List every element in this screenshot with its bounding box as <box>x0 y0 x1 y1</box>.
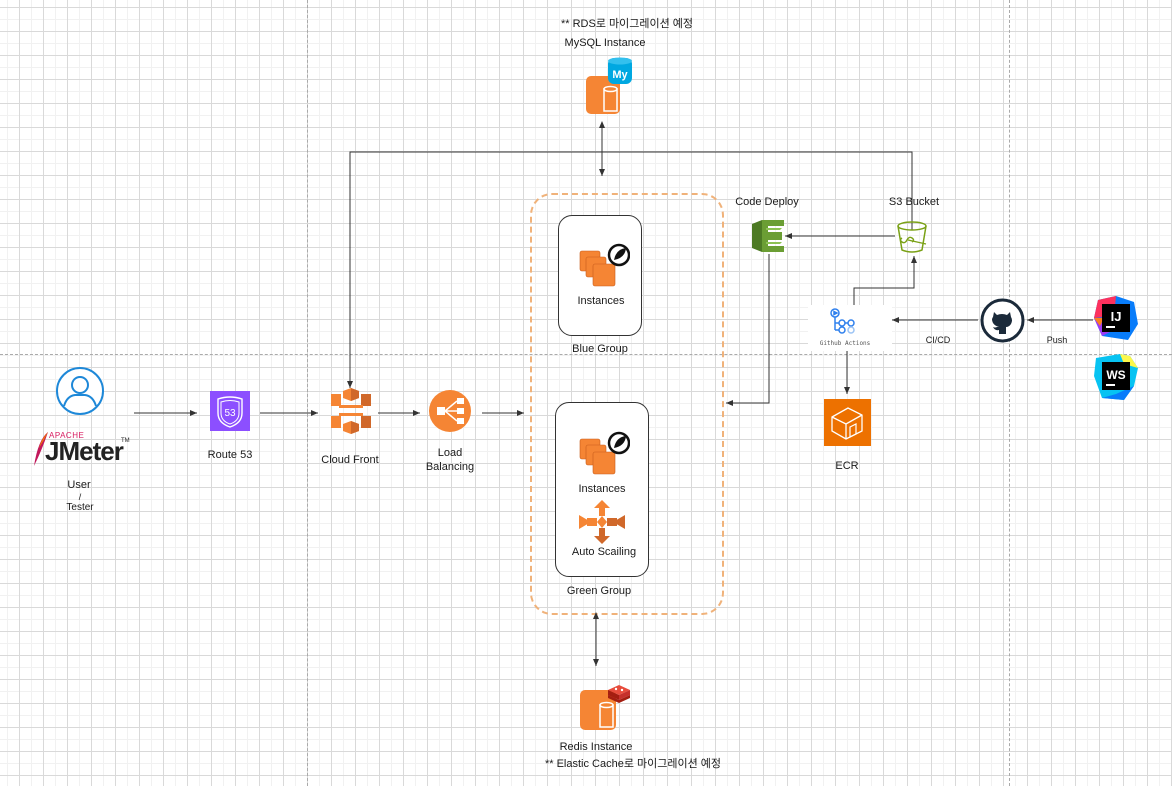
user-icon <box>56 367 104 415</box>
code-deploy-icon[interactable] <box>752 218 784 254</box>
edge-actions-s3 <box>853 256 917 306</box>
github-actions-node[interactable] <box>808 305 892 351</box>
edge-s3-cloudfront <box>347 151 913 388</box>
jmeter-apache-text: APACHE <box>49 431 85 440</box>
mysql-migration-note: ** RDS로 마이그레이션 예정 <box>560 18 694 30</box>
route53-icon[interactable]: 53 <box>210 391 250 431</box>
cloudfront-label: Cloud Front <box>321 454 379 466</box>
ecr-icon[interactable] <box>824 399 871 446</box>
mysql-label: MySQL Instance <box>564 37 646 49</box>
deployment-group-container <box>530 193 724 615</box>
lane-divider-horizontal <box>0 354 1172 355</box>
redis-instance-icon[interactable] <box>578 682 630 732</box>
github-actions-label: Github Actions <box>819 340 871 347</box>
github-actions-icon <box>830 308 855 334</box>
mysql-instance-icon[interactable]: My <box>584 56 634 118</box>
auto-scaling-icon <box>579 500 625 544</box>
jmeter-text: JMeter <box>45 436 124 466</box>
lane-divider-vertical-right <box>1009 0 1010 786</box>
load-balancing-label-2: Balancing <box>425 461 475 473</box>
lane-divider-vertical-left <box>307 0 308 786</box>
push-edge-label: Push <box>1046 335 1068 345</box>
jmeter-logo: APACHE JMeter TM <box>30 430 132 470</box>
user-label-separator: / <box>78 492 82 502</box>
jmeter-tm: TM <box>121 438 130 444</box>
green-instances-icon <box>579 431 630 475</box>
s3-bucket-icon[interactable] <box>895 220 929 254</box>
blue-instances-icon <box>579 243 630 287</box>
tester-label: Tester <box>66 502 94 513</box>
webstorm-icon[interactable]: WS <box>1094 354 1140 402</box>
blue-instances-label: Instances <box>577 295 625 307</box>
svg-text:WS: WS <box>1106 368 1125 382</box>
ecr-label: ECR <box>835 460 859 472</box>
green-group-box[interactable] <box>555 402 649 577</box>
route53-label: Route 53 <box>207 449 253 461</box>
svg-text:53: 53 <box>224 408 236 419</box>
edge-codedeploy-group <box>726 254 770 406</box>
redis-label: Redis Instance <box>559 741 633 753</box>
ci-cd-edge-label: CI/CD <box>925 335 951 345</box>
svg-text:My: My <box>612 69 628 81</box>
auto-scaling-label: Auto Scailing <box>571 546 637 558</box>
green-group-label: Green Group <box>566 585 632 597</box>
green-instances-label: Instances <box>578 483 626 495</box>
intellij-idea-icon[interactable]: IJ <box>1094 296 1138 342</box>
svg-text:IJ: IJ <box>1111 309 1122 324</box>
s3-bucket-label: S3 Bucket <box>888 196 940 208</box>
github-icon[interactable] <box>980 298 1025 343</box>
load-balancer-icon[interactable] <box>429 390 471 432</box>
load-balancing-label-1: Load <box>437 447 463 459</box>
redis-migration-note: ** Elastic Cache로 마이그레이션 예정 <box>544 758 722 770</box>
blue-group-label: Blue Group <box>572 343 628 355</box>
code-deploy-label: Code Deploy <box>735 196 799 208</box>
cloudfront-icon[interactable] <box>329 388 373 434</box>
user-label: User <box>67 479 91 491</box>
